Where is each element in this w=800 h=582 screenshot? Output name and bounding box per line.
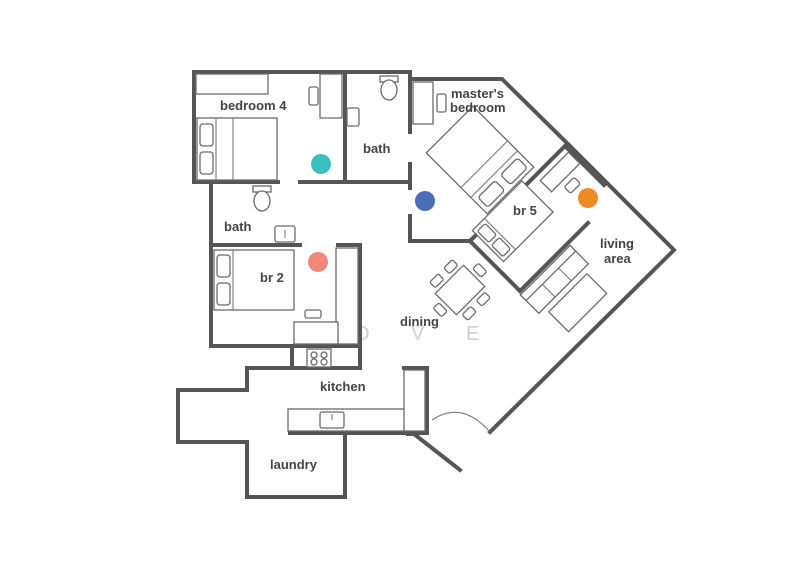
bedroom-4-marker-dot[interactable] (311, 154, 331, 174)
br-2-marker-dot[interactable] (308, 252, 328, 272)
room-label-bath-left: bath (224, 219, 252, 234)
room-label-bedroom-4: bedroom 4 (220, 98, 287, 113)
masters-bedroom-marker-dot[interactable] (415, 191, 435, 211)
room-label-br-5: br 5 (513, 203, 537, 218)
walls (176, 70, 677, 499)
room-markers (308, 154, 598, 272)
room-labels: bedroom 4 master's bedroom bath bath br … (220, 86, 634, 472)
room-label-masters-line2: bedroom (450, 100, 506, 115)
room-label-masters-line1: master's (451, 86, 504, 101)
room-label-laundry: laundry (270, 457, 318, 472)
room-label-br-2: br 2 (260, 270, 284, 285)
room-label-kitchen: kitchen (320, 379, 366, 394)
br-5-marker-dot[interactable] (578, 188, 598, 208)
room-label-dining: dining (400, 314, 439, 329)
room-label-living-line2: area (604, 251, 632, 266)
furniture (195, 73, 608, 433)
room-label-bath-upper: bath (363, 141, 391, 156)
room-label-living-line1: living (600, 236, 634, 251)
